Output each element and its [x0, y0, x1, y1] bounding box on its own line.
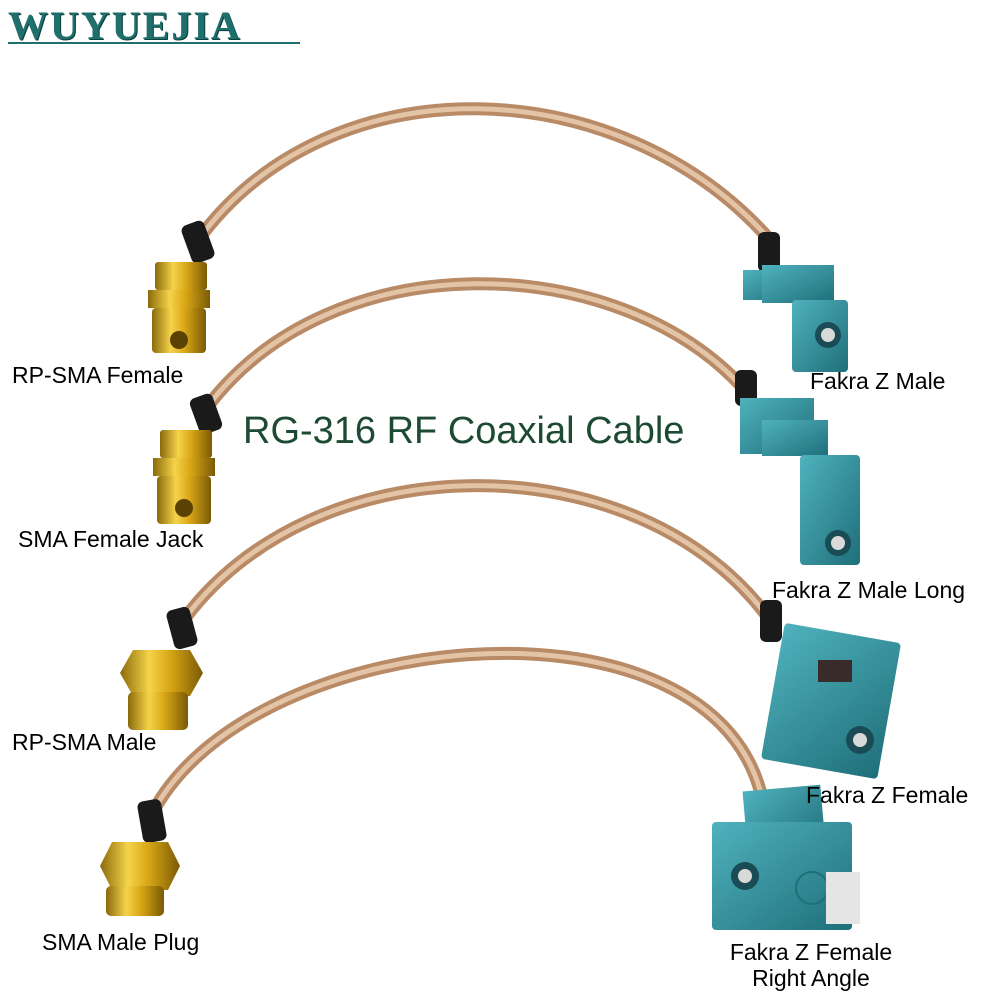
label-fakra-z-female: Fakra Z Female [806, 782, 969, 808]
rp-sma-female-connector-icon [148, 220, 215, 353]
label-sma-female-jack: SMA Female Jack [18, 526, 204, 552]
cable-2 [153, 277, 860, 565]
sma-female-jack-connector-icon [153, 393, 223, 524]
cable-4 [100, 646, 860, 930]
rp-sma-male-connector-icon [120, 606, 203, 730]
fakra-z-male-long-connector-icon [735, 370, 860, 565]
cable-3 [120, 479, 901, 779]
sma-male-plug-connector-icon [100, 799, 180, 916]
label-line-1: Fakra Z Female [729, 939, 893, 965]
label-line-2: Right Angle [752, 965, 870, 991]
label-fakra-z-male: Fakra Z Male [810, 368, 946, 394]
label-rp-sma-male: RP-SMA Male [12, 729, 157, 755]
fakra-z-male-connector-icon [743, 232, 848, 372]
cable-1 [148, 102, 848, 372]
fakra-z-female-connector-icon [760, 600, 901, 779]
fakra-z-female-right-angle-connector-icon [712, 784, 860, 930]
label-fakra-z-male-long: Fakra Z Male Long [772, 577, 966, 603]
label-fakra-z-female-right-angle: Fakra Z Female Right Angle [716, 939, 906, 991]
label-sma-male-plug: SMA Male Plug [42, 929, 200, 955]
brand-underline [8, 42, 300, 44]
product-title: RG-316 RF Coaxial Cable [243, 410, 685, 452]
label-rp-sma-female: RP-SMA Female [12, 362, 184, 388]
brand-logo: WUYUEJIA [8, 3, 242, 48]
